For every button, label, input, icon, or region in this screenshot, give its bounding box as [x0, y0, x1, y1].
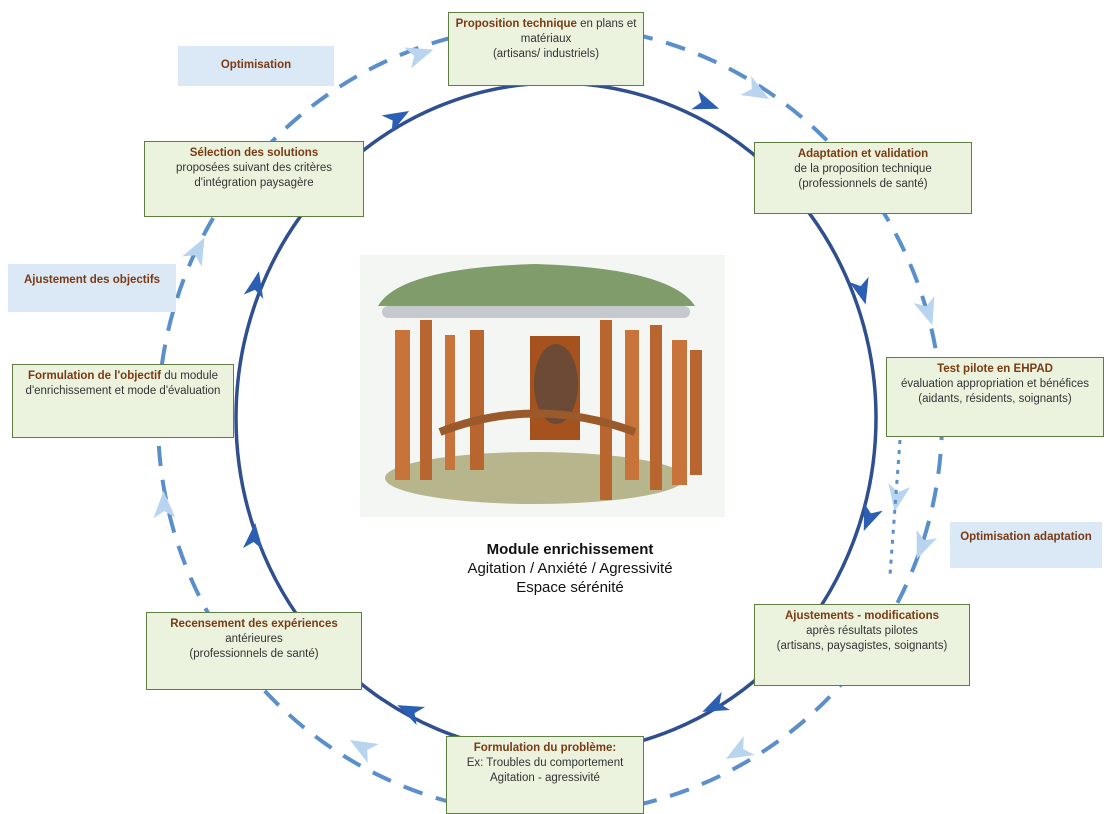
node-test-pilote: Test pilote en EHPAD évaluation appropri…: [886, 357, 1104, 437]
arrow-light-7: [153, 491, 176, 519]
node-probleme-text2: Agitation - agressivité: [490, 772, 600, 784]
arrow-light-2: [740, 75, 770, 99]
node-recensement-title: Recensement des expériences: [170, 618, 338, 630]
branch-dotted-line: [888, 439, 902, 576]
arrow-solid-8: [381, 111, 410, 133]
node-selection-title: Sélection des solutions: [189, 147, 319, 159]
light-arrowheads: [153, 47, 938, 764]
tag-optimisation-adaptation-text: Optimisation adaptation: [960, 531, 1092, 543]
arrow-solid-2: [849, 276, 869, 305]
node-ajustements-text2: (artisans, paysagistes, soignants): [776, 640, 948, 652]
node-probleme-title: Formulation du problème:: [473, 742, 617, 754]
arrow-light-1: [404, 47, 434, 69]
node-adaptation-validation: Adaptation et validation de la propositi…: [754, 142, 972, 214]
node-recensement: Recensement des expériences antérieures …: [146, 612, 362, 690]
node-objectif-title: Formulation de l'objectif: [28, 370, 162, 382]
node-selection-text1: proposées suivant des critères d'intégra…: [176, 162, 332, 189]
arrow-solid-6: [242, 523, 263, 550]
node-selection-solutions: Sélection des solutions proposées suivan…: [144, 141, 364, 217]
node-objectif-text1: du module d'enrichissement et mode d'éva…: [25, 370, 221, 397]
node-proposition-technique: Proposition technique en plans et matéri…: [448, 12, 644, 86]
arrow-light-8: [182, 237, 205, 267]
arrow-solid-1: [691, 90, 720, 110]
center-caption: Module enrichissement Agitation / Anxiét…: [420, 540, 720, 597]
caption-line3: Espace sérénité: [516, 579, 624, 596]
tag-ajustement-objectifs: Ajustement des objectifs: [8, 264, 176, 312]
caption-title: Module enrichissement: [486, 541, 654, 558]
tag-optimisation-text: Optimisation: [220, 59, 292, 71]
node-proposition-title: Proposition technique: [455, 18, 577, 30]
node-formulation-probleme: Formulation du problème: Ex: Troubles du…: [446, 736, 644, 814]
node-formulation-objectif: Formulation de l'objectif du module d'en…: [12, 364, 234, 438]
node-test-text2: (aidants, résidents, soignants): [918, 393, 1072, 405]
arrow-light-9: [888, 483, 911, 512]
tag-optimisation: Optimisation: [178, 46, 334, 86]
node-adaptation-text1: de la proposition technique: [794, 163, 932, 175]
node-probleme-text1: Ex: Troubles du comportement: [466, 757, 624, 769]
node-test-title: Test pilote en EHPAD: [937, 363, 1053, 375]
solid-arrowheads: [242, 90, 883, 726]
arrow-light-6: [349, 740, 379, 764]
tag-optimisation-adaptation: Optimisation adaptation: [950, 522, 1102, 568]
arrow-light-3: [913, 296, 935, 326]
arrow-solid-7: [243, 271, 264, 299]
node-adaptation-text2: (professionnels de santé): [798, 178, 928, 190]
caption-line2: Agitation / Anxiété / Agressivité: [467, 560, 673, 577]
node-adaptation-title: Adaptation et validation: [797, 148, 929, 160]
arrow-solid-4: [702, 691, 731, 712]
tag-ajustement-objectifs-text: Ajustement des objectifs: [23, 274, 161, 286]
arrow-light-5: [725, 735, 755, 759]
node-test-text1: évaluation appropriation et bénéfices: [901, 378, 1089, 390]
node-recensement-text1: antérieures: [225, 633, 283, 645]
node-recensement-text2: (professionnels de santé): [189, 648, 319, 660]
node-ajustements-title: Ajustements - modifications: [785, 610, 939, 622]
arrow-solid-3: [863, 503, 883, 531]
node-ajustements: Ajustements - modifications après résult…: [754, 604, 970, 686]
arrow-solid-5: [397, 705, 426, 726]
pavilion-illustration: [360, 255, 725, 517]
node-proposition-text2: (artisans/ industriels): [492, 48, 600, 60]
arrow-light-4: [916, 529, 938, 559]
node-ajustements-text1: après résultats pilotes: [806, 625, 918, 637]
node-proposition-text1: en plans et matériaux: [520, 18, 637, 45]
